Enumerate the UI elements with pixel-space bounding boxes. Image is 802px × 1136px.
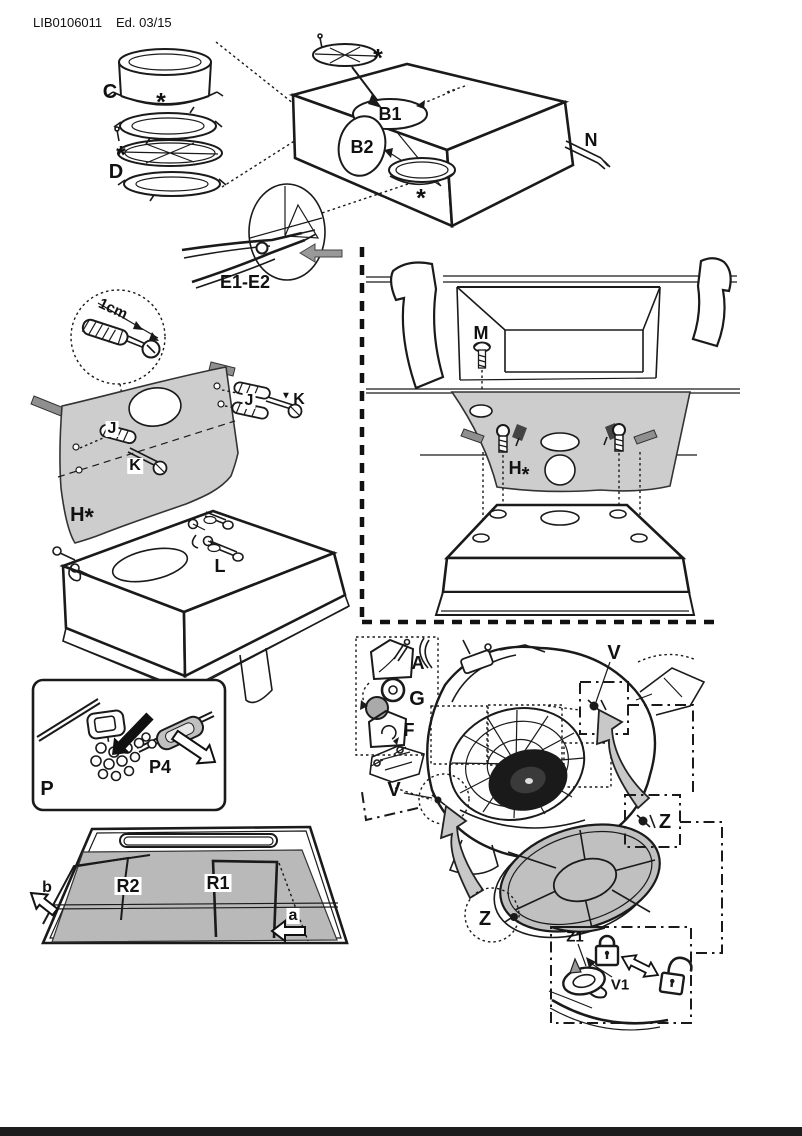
- label-latch-p4: P4: [148, 757, 172, 777]
- label-cable-n: N: [584, 130, 598, 150]
- rotate-arrow-right: [596, 708, 651, 810]
- label-clip-r1: R1: [204, 873, 232, 893]
- lock-detail-box: [548, 926, 693, 1031]
- grease-filter-panel-illustration: [29, 825, 349, 945]
- label-part-d: D: [108, 161, 124, 183]
- rotate-arrow-left: [439, 804, 485, 900]
- closed-padlock-icon: [594, 934, 620, 967]
- recirculation-mode-icon: [367, 709, 408, 749]
- latch-detail-box: [31, 678, 227, 812]
- label-screw-v-left: V: [387, 779, 401, 801]
- hood-top-mounting-illustration: [52, 509, 350, 704]
- down-triangle-icon: ▼: [281, 390, 291, 402]
- label-star-flange: *: [416, 184, 426, 213]
- label-screw-k-right: K: [293, 391, 305, 408]
- label-mode-a: A: [411, 653, 425, 673]
- doc-code: LIB0106011: [33, 15, 103, 30]
- duct-mode-icon: [369, 638, 415, 681]
- open-direction-arrow-p4: [170, 729, 217, 765]
- label-star-d: *: [116, 141, 126, 170]
- label-star-c: *: [156, 88, 166, 117]
- label-mode-f: F: [403, 720, 415, 740]
- cabinet-illustration: [366, 257, 740, 456]
- mounting-template-right: [450, 391, 691, 534]
- screw-depth-detail: [70, 289, 166, 450]
- label-star-disc: *: [373, 44, 383, 73]
- label-vent-b2: B2: [350, 137, 374, 157]
- label-part-c: C: [102, 81, 118, 103]
- label-dir-a: a: [286, 907, 300, 924]
- open-direction-arrow-p: [112, 712, 154, 755]
- label-screw-m: M: [473, 323, 489, 343]
- hood-housing-illustration: [288, 33, 611, 229]
- hood-alignment-illustration: [434, 503, 696, 616]
- footer-bar: [0, 1127, 802, 1136]
- rod-arrow-b: [29, 891, 59, 917]
- fan-wheel-illustration: [493, 823, 661, 939]
- label-wheel-z-bottom: Z: [478, 908, 492, 930]
- label-wheel-z-top: Z: [658, 811, 672, 833]
- label-plug-j-left: J: [105, 420, 119, 437]
- lock-unlock-arrow-icon: [620, 954, 660, 978]
- label-screw-v1: V1: [610, 976, 630, 994]
- label-filter-g: G: [409, 688, 425, 710]
- label-latch-p: P: [40, 778, 54, 800]
- z-markers: [439, 704, 723, 954]
- label-dir-b: b: [42, 879, 52, 896]
- doc-edition: Ed. 03/15: [116, 15, 172, 30]
- open-padlock-icon: [658, 956, 693, 996]
- label-template-h-left: H*: [70, 504, 94, 531]
- section-divider: [359, 247, 717, 625]
- label-screw-k-left: K: [127, 457, 143, 474]
- knockout-pliers-detail: [181, 183, 343, 289]
- label-plug-j-right: J: [242, 392, 256, 409]
- label-latch-z1: Z1: [566, 928, 584, 946]
- label-screw-v-top: V: [607, 642, 621, 664]
- filter-slide-arrow-a: [270, 918, 306, 944]
- drilling-template-illustration: [30, 361, 303, 544]
- label-pliers: E1-E2: [219, 272, 271, 292]
- label-clip-r2: R2: [114, 876, 142, 896]
- blower-assembly-illustration: [361, 637, 706, 879]
- exploded-filters-illustration: [106, 41, 319, 202]
- label-screw-l: L: [214, 556, 226, 576]
- press-direction-arrow: [299, 243, 343, 263]
- label-template-h-right: H*: [508, 458, 530, 486]
- label-vent-b1: B1: [378, 104, 402, 124]
